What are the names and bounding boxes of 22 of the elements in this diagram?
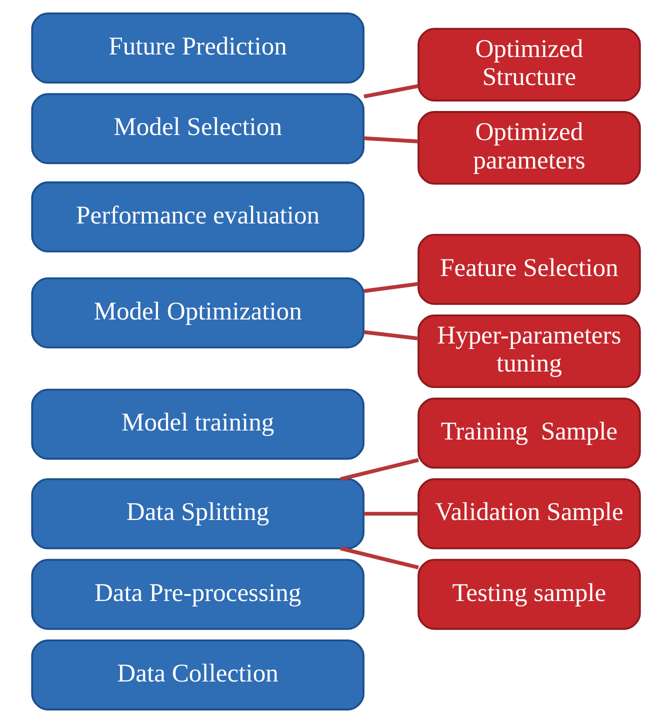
node-box: Model Optimization (30, 277, 364, 348)
connector (363, 282, 418, 293)
node-box: Model training (30, 388, 364, 460)
connector (340, 546, 418, 570)
node-box: Optimized parameters (417, 111, 640, 185)
node-box: Feature Selection (417, 234, 640, 305)
node-box: Future Prediction (30, 12, 364, 84)
connector (363, 330, 418, 340)
connector (364, 512, 418, 516)
connector (340, 458, 418, 481)
node-box: Hyper-parameters tuning (417, 314, 640, 388)
node-box: Data Pre-processing (30, 558, 364, 630)
node-box: Data Splitting (30, 478, 364, 550)
connector (363, 84, 418, 98)
node-box: Data Collection (30, 639, 364, 710)
node-box: Validation Sample (417, 478, 640, 550)
connector (363, 136, 418, 144)
node-box: Model Selection (30, 93, 364, 164)
node-box: Training Sample (417, 398, 640, 469)
node-box: Testing sample (417, 558, 640, 630)
node-box: Performance evaluation (30, 181, 364, 252)
node-box: Optimized Structure (417, 28, 640, 102)
